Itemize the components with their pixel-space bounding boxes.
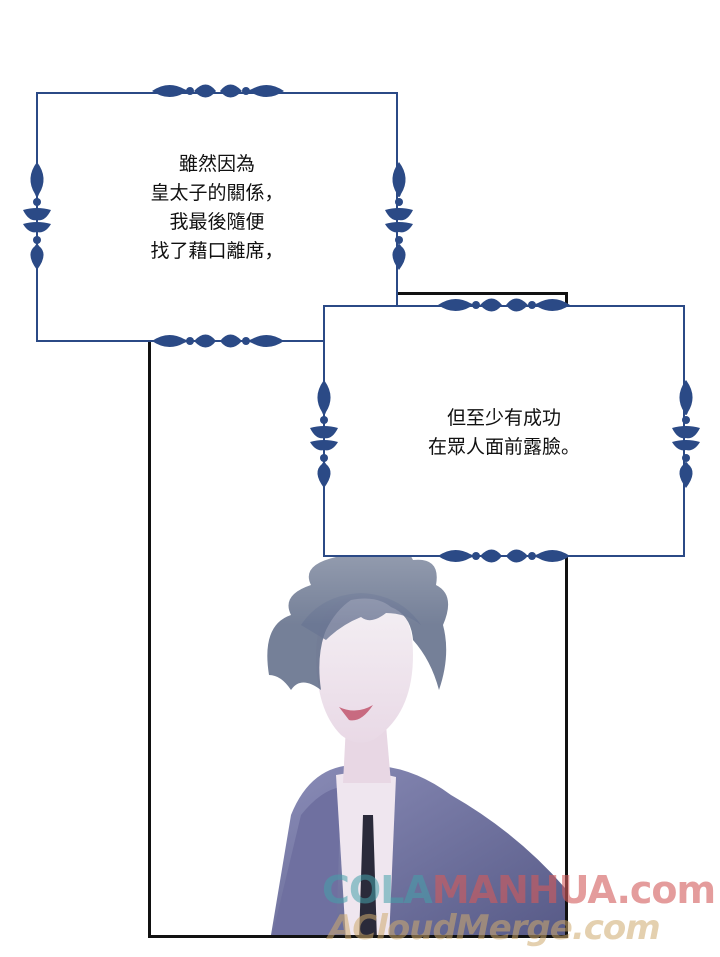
floral-ornament-icon xyxy=(152,84,284,98)
narration-box-1 xyxy=(36,92,398,342)
narration-1-line-4: 找了藉口離席， xyxy=(150,240,284,262)
watermark-cola: COLA xyxy=(322,868,433,912)
narration-box-2 xyxy=(323,305,685,557)
floral-ornament-icon xyxy=(152,334,284,348)
floral-ornament-icon xyxy=(310,380,338,488)
watermark: COLAMANHUA.com ACloudMerge.com xyxy=(322,866,717,950)
narration-1-line-1: 雖然因為 xyxy=(178,153,255,175)
floral-ornament-icon xyxy=(438,549,570,563)
floral-ornament-icon xyxy=(23,162,51,270)
narration-1-line-3: 我最後隨便 xyxy=(169,211,265,233)
watermark-line-1: COLAMANHUA.com xyxy=(322,868,716,912)
watermark-manhua: MANHUA.com xyxy=(431,868,716,912)
narration-2-line-2: 在眾人面前露臉。 xyxy=(427,436,580,458)
narration-1-line-2: 皇太子的關係， xyxy=(150,182,284,204)
floral-ornament-icon xyxy=(385,162,413,270)
floral-ornament-icon xyxy=(438,298,570,312)
narration-text-1: 雖然因為 皇太子的關係， 我最後隨便 找了藉口離席， xyxy=(36,150,398,266)
narration-text-2: 但至少有成功 在眾人面前露臉。 xyxy=(323,404,685,462)
watermark-line-2: ACloudMerge.com xyxy=(328,908,661,948)
floral-ornament-icon xyxy=(672,380,700,488)
narration-2-line-1: 但至少有成功 xyxy=(446,407,561,429)
